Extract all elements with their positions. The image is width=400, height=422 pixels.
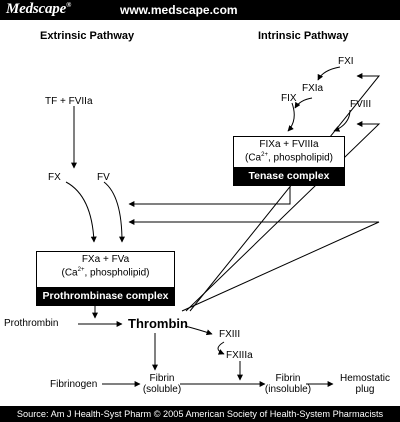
tenase-components: FIXa + FVIIIa xyxy=(259,139,319,150)
arrow-fxiii-to-fxiiia xyxy=(217,341,225,355)
source-footer: Source: Am J Health-Syst Pharm © 2005 Am… xyxy=(0,406,400,422)
arrow-fviii-to-tenase xyxy=(333,109,351,132)
node-fxiii: FXIII xyxy=(219,329,241,340)
node-fibrinogen: Fibrinogen xyxy=(50,379,98,390)
node-fix: FIX xyxy=(281,93,297,104)
tenase-cofactors: (Ca2+, phospholipid) xyxy=(244,152,333,164)
brand-name: Medscape xyxy=(6,1,67,17)
intrinsic-pathway-title: Intrinsic Pathway xyxy=(258,30,349,42)
node-fviii: FVIII xyxy=(350,99,372,110)
tenase-complex-box: FIXa + FVIIIa (Ca2+, phospholipid) Tenas… xyxy=(233,136,345,186)
node-fx: FX xyxy=(48,172,61,183)
arrow-thrombin-to-fxiii xyxy=(184,325,213,336)
extrinsic-pathway-title: Extrinsic Pathway xyxy=(40,30,135,42)
arrow-tenase-to-fx xyxy=(128,187,291,207)
node-fibrin-soluble: Fibrin(soluble) xyxy=(142,373,182,395)
arrow-thrombin-feedback-fv xyxy=(128,219,380,312)
prothrombinase-components: FXa + FVa xyxy=(81,254,130,265)
node-prothrombin: Prothrombin xyxy=(4,318,59,329)
node-thrombin: Thrombin xyxy=(128,316,188,331)
arrow-fx-to-complex xyxy=(65,181,97,243)
prothrombinase-complex-box: FXa + FVa (Ca2+, phospholipid) Prothromb… xyxy=(36,251,175,306)
brand-registered-mark: ® xyxy=(66,1,72,9)
node-fibrin-insoluble: Fibrin(insoluble) xyxy=(264,373,312,395)
arrow-fxia-to-fix xyxy=(294,97,313,109)
node-tf-fviia: TF + FVIIa xyxy=(45,96,93,107)
prothrombinase-cofactors: (Ca2+, phospholipid) xyxy=(61,267,150,279)
node-fv: FV xyxy=(97,172,110,183)
arrow-thrombin-feedback-fxi xyxy=(189,73,381,312)
node-fxi: FXI xyxy=(338,56,354,67)
header-bar: Medscape® www.medscape.com xyxy=(0,0,400,20)
arrow-fv-to-complex xyxy=(103,181,125,243)
tenase-complex-label: Tenase complex xyxy=(233,167,345,186)
arrow-fxi-to-fxia xyxy=(317,66,341,81)
site-url-link[interactable]: www.medscape.com xyxy=(120,3,238,17)
prothrombinase-complex-label: Prothrombinase complex xyxy=(36,287,175,306)
medscape-logo[interactable]: Medscape® xyxy=(6,1,71,18)
node-fxiiia: FXIIIa xyxy=(226,350,253,361)
arrow-fix-to-tenase xyxy=(287,102,295,132)
arrow-thrombin-feedback-fviii xyxy=(185,121,381,312)
node-fxia: FXIa xyxy=(302,83,324,94)
